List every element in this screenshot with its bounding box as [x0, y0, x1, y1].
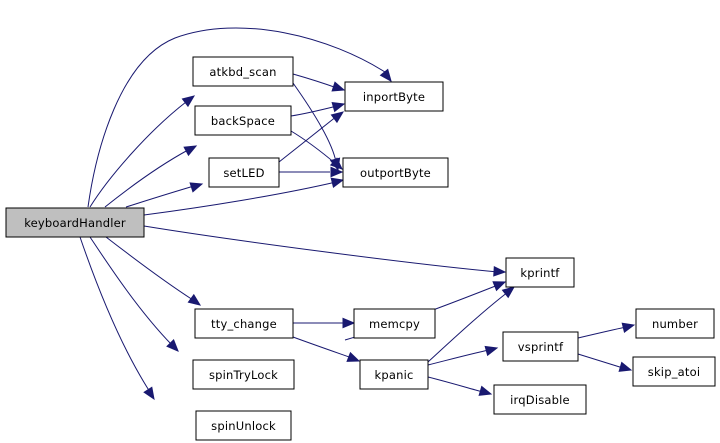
node-label: atkbd_scan — [209, 65, 276, 79]
node-box[interactable] — [344, 81, 444, 112]
arrow-head-icon — [187, 293, 202, 306]
edge-keyboardHandler-to-tty_change — [105, 236, 202, 306]
node-box[interactable] — [635, 308, 715, 339]
node-irqDisable[interactable]: irqDisable — [493, 384, 587, 415]
edge-tty_change-to-memcpy — [293, 317, 356, 329]
edge-setLED-to-outportByte — [279, 166, 344, 178]
node-kpanic[interactable]: kpanic — [359, 359, 429, 390]
node-label: tty_change — [211, 317, 277, 331]
edge-keyboardHandler-to-spinTryLock — [89, 236, 179, 352]
arrow-head-icon — [330, 177, 345, 188]
edge-backSpace-to-outportByte — [290, 130, 343, 170]
edge-keyboardHandler-to-inportByte — [87, 27, 392, 208]
node-atkbd_scan[interactable]: atkbd_scan — [192, 56, 294, 87]
arrow-head-icon — [379, 68, 392, 83]
edge-keyboardHandler-to-atkbd_scan — [89, 95, 196, 208]
edge-atkbd_scan-to-inportByte — [292, 73, 346, 92]
node-label: irqDisable — [510, 393, 570, 407]
arrow-head-icon — [183, 145, 198, 157]
node-box[interactable] — [194, 105, 292, 136]
node-tty_change[interactable]: tty_change — [194, 308, 294, 339]
node-box[interactable] — [359, 359, 429, 390]
node-box[interactable] — [632, 356, 716, 387]
node-outportByte[interactable]: outportByte — [342, 157, 449, 188]
node-box[interactable] — [195, 410, 292, 441]
node-box[interactable] — [353, 308, 436, 339]
arrow-head-icon — [330, 166, 344, 178]
node-box[interactable] — [342, 157, 449, 188]
node-box[interactable] — [493, 384, 587, 415]
arrow-head-icon — [621, 322, 636, 333]
node-label: kprintf — [520, 266, 560, 280]
node-box[interactable] — [194, 308, 294, 339]
arrow-head-icon — [484, 345, 499, 357]
arrow-head-icon — [189, 182, 204, 193]
arrow-head-icon — [331, 81, 346, 92]
edges-layer — [79, 27, 636, 401]
node-label: keyboardHandler — [24, 216, 126, 230]
node-label: outportByte — [360, 166, 431, 180]
edge-vsprintf-to-skip_atoi — [577, 353, 633, 372]
arrow-head-icon — [181, 95, 196, 108]
arrow-head-icon — [493, 265, 507, 277]
edge-atkbd_scan-to-outportByte — [292, 82, 341, 172]
edge-setLED-to-inportByte — [278, 111, 345, 163]
edge-tty_change-to-kpanic — [292, 336, 361, 362]
node-skip_atoi[interactable]: skip_atoi — [632, 356, 716, 387]
node-spinUnlock[interactable]: spinUnlock — [195, 410, 292, 441]
node-label: backSpace — [211, 114, 275, 128]
edge-kpanic-to-vsprintf — [427, 345, 499, 366]
node-backSpace[interactable]: backSpace — [194, 105, 292, 136]
edge-keyboardHandler-to-kprintf — [143, 225, 507, 277]
node-label: inportByte — [363, 90, 425, 104]
node-box[interactable] — [192, 56, 294, 87]
arrow-head-icon — [143, 386, 155, 401]
edge-kpanic-to-irqDisable — [427, 376, 493, 396]
edge-keyboardHandler-to-spinUnlock — [79, 236, 155, 401]
node-spinTryLock[interactable]: spinTryLock — [192, 359, 295, 390]
edge-keyboardHandler-to-backSpace — [104, 145, 198, 208]
arrow-head-icon — [346, 351, 361, 362]
node-label: vsprintf — [518, 340, 564, 354]
node-label: skip_atoi — [648, 365, 700, 379]
node-label: spinUnlock — [211, 419, 276, 433]
node-label: spinTryLock — [209, 368, 278, 382]
node-memcpy[interactable]: memcpy — [353, 308, 436, 339]
nodes-layer: keyboardHandler atkbd_scan inportByte backS… — [5, 56, 716, 441]
arrow-head-icon — [492, 281, 507, 292]
node-setLED[interactable]: setLED — [208, 157, 280, 188]
arrow-head-icon — [342, 317, 356, 329]
arrow-head-icon — [618, 361, 633, 372]
edge-vsprintf-to-number — [577, 322, 636, 339]
node-vsprintf[interactable]: vsprintf — [502, 331, 579, 362]
node-box[interactable] — [5, 207, 145, 238]
arrow-head-icon — [478, 385, 493, 396]
arrow-head-icon — [501, 286, 516, 299]
node-label: setLED — [223, 166, 264, 180]
node-keyboardHandler[interactable]: keyboardHandler — [5, 207, 145, 238]
edge-keyboardHandler-to-setLED — [125, 182, 204, 208]
arrow-head-icon — [330, 111, 345, 124]
arrow-head-icon — [166, 339, 179, 352]
edge-kpanic-to-kprintf — [427, 286, 516, 363]
node-kprintf[interactable]: kprintf — [505, 257, 575, 288]
edge-keyboardHandler-to-outportByte — [143, 177, 345, 216]
node-label: number — [652, 317, 698, 331]
node-box[interactable] — [192, 359, 295, 390]
node-inportByte[interactable]: inportByte — [344, 81, 444, 112]
edge-backSpace-to-inportByte — [290, 101, 346, 117]
node-number[interactable]: number — [635, 308, 715, 339]
node-label: kpanic — [374, 368, 413, 382]
node-box[interactable] — [208, 157, 280, 188]
arrow-head-icon — [331, 101, 346, 113]
node-label: memcpy — [369, 317, 420, 331]
node-box[interactable] — [502, 331, 579, 362]
node-box[interactable] — [505, 257, 575, 288]
arrow-head-icon — [329, 157, 343, 170]
